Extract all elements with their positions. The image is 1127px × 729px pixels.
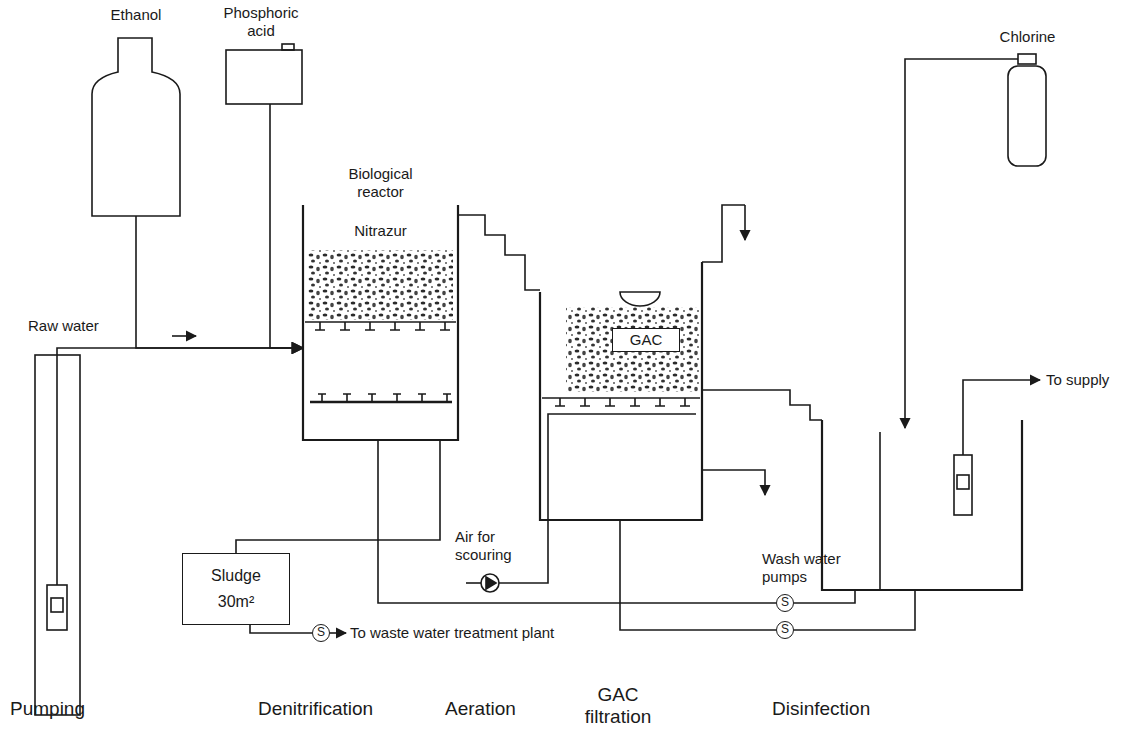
gac-media xyxy=(566,307,700,392)
scour-air-pipe xyxy=(499,414,696,583)
stage-caption: Denitrification xyxy=(258,698,373,720)
tank-baffle xyxy=(879,432,881,590)
borehole-pump xyxy=(47,585,67,630)
supply-pipe xyxy=(963,380,1040,455)
flow-arrow xyxy=(172,335,196,337)
stage-caption: Pumping xyxy=(10,698,85,720)
pipe-connector xyxy=(620,520,776,630)
pump-symbol: S xyxy=(776,621,794,639)
pipe-connector xyxy=(250,625,312,633)
raw-water-pipe xyxy=(57,348,303,585)
distribution-pipe xyxy=(310,401,452,403)
flow-label: Wash water pumps xyxy=(762,550,862,586)
chlorine-line xyxy=(905,59,1018,428)
sludge-tank: Sludge 30m² xyxy=(182,553,290,625)
overflow-channel xyxy=(702,205,745,262)
distribution-trough xyxy=(620,292,660,306)
node-sublabel: Nitrazur xyxy=(354,222,407,240)
blower-symbol xyxy=(486,577,496,589)
node-label: Chlorine xyxy=(1000,28,1056,46)
node-label: Biological reactor xyxy=(333,165,429,201)
pump-symbol: S xyxy=(776,594,794,612)
cylinder-valve xyxy=(1018,54,1036,64)
pipe-connector xyxy=(270,104,303,348)
stage-caption: GAC filtration xyxy=(572,684,664,728)
node-label: Sludge xyxy=(211,566,261,586)
nozzles xyxy=(555,398,690,406)
stage-caption: Aeration xyxy=(445,698,516,720)
flow-label: Air for scouring xyxy=(455,528,537,564)
pump-letter: S xyxy=(777,595,793,610)
acid-tank xyxy=(226,50,302,104)
nozzles xyxy=(315,322,450,330)
gas-cylinder: Chlorine xyxy=(990,28,1065,168)
filter-tank: GAC xyxy=(540,262,702,520)
node-label: Ethanol xyxy=(111,6,162,24)
sludge-discharge xyxy=(330,632,346,634)
nozzles xyxy=(318,394,451,402)
node-label: Phosphoric acid xyxy=(219,4,303,40)
wash-water-outlet xyxy=(702,470,765,495)
flow-label: To waste water treatment plant xyxy=(350,624,554,642)
ethanol-bottle xyxy=(92,38,180,216)
underdrain-plate xyxy=(542,397,700,399)
gac-filter-tank xyxy=(540,262,702,520)
pipe-connector xyxy=(458,215,540,290)
reactor-tank: Biological reactorNitrazur xyxy=(303,165,458,440)
pump-motor xyxy=(51,598,63,612)
wash-suction xyxy=(794,590,855,603)
chlorine-cylinder xyxy=(1008,66,1046,166)
pipe-connector xyxy=(136,216,303,348)
chemical-tank: Phosphoric acid xyxy=(219,4,309,104)
wash-suction xyxy=(794,590,915,630)
contact-tank xyxy=(822,420,1022,590)
chemical-bottle: Ethanol xyxy=(88,6,184,216)
nitrazur-media xyxy=(308,250,453,320)
underdrain-plate xyxy=(305,321,456,323)
air-intake xyxy=(466,582,481,584)
reactor-tank xyxy=(303,205,458,440)
node-sublabel: 30m² xyxy=(218,592,254,612)
node-label: GAC xyxy=(612,328,680,352)
air-blower xyxy=(481,574,499,592)
pump-motor xyxy=(957,475,969,489)
pipe-connector xyxy=(378,440,776,603)
pump-letter: S xyxy=(313,625,329,640)
supply-pump xyxy=(954,455,972,515)
stage-caption: Disinfection xyxy=(772,698,870,720)
pump-letter: S xyxy=(777,622,793,637)
flow-label: To supply xyxy=(1046,371,1109,389)
flow-label: Raw water xyxy=(28,317,99,335)
pump-symbol: S xyxy=(312,624,330,642)
pipe-connector xyxy=(236,440,440,553)
filtered-water-pipe xyxy=(702,390,822,420)
overflow-arrow xyxy=(744,205,746,240)
acid-tank-cap xyxy=(282,44,294,50)
